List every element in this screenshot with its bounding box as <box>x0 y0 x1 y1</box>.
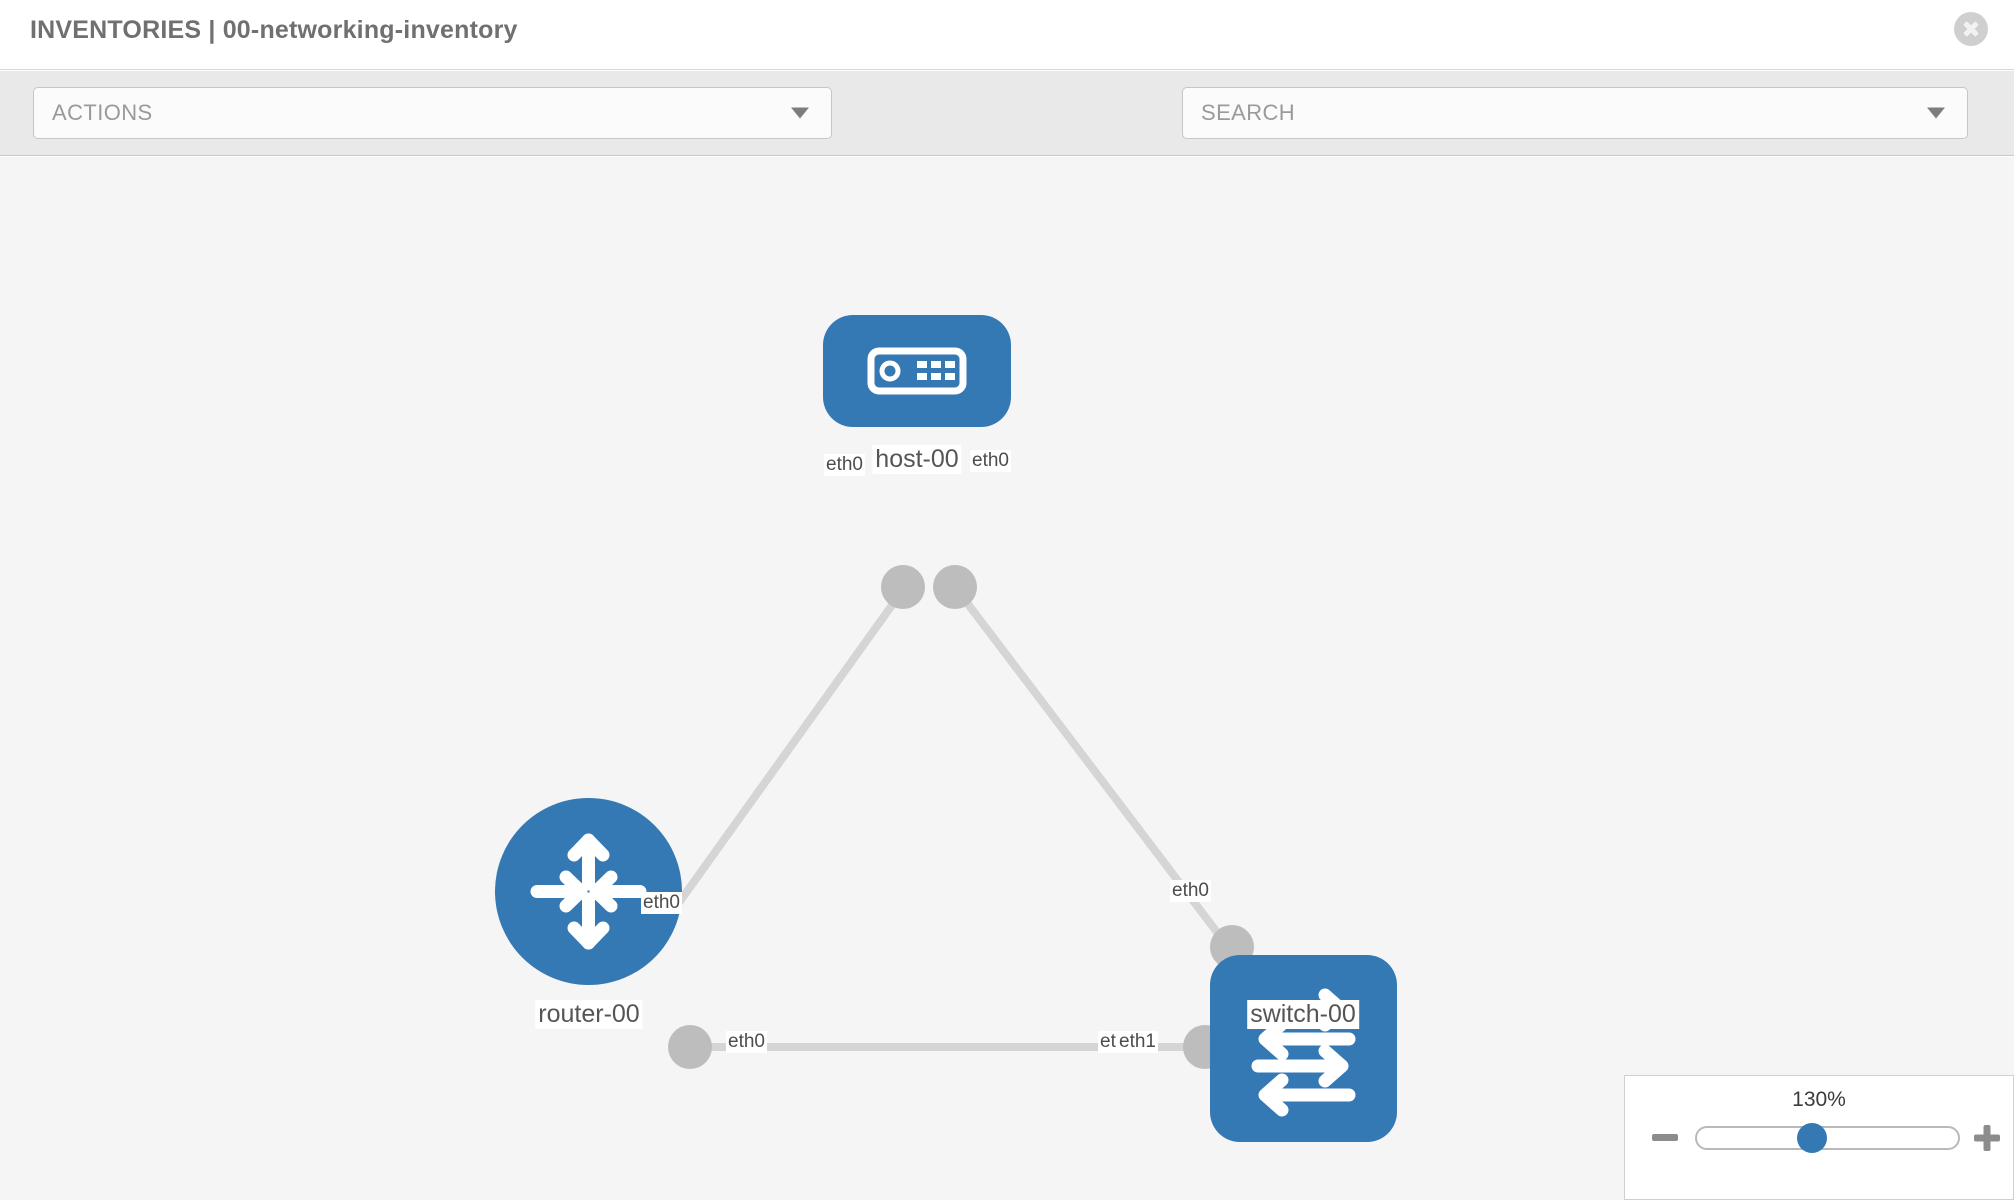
chevron-down-icon <box>1927 107 1945 119</box>
toolbar: ACTIONS SEARCH <box>0 71 2014 206</box>
actions-dropdown-label: ACTIONS <box>52 100 153 125</box>
search-placeholder: SEARCH <box>1201 100 1296 125</box>
iface-label-host00-eth0-left: eth0 <box>824 454 865 476</box>
router-icon <box>530 833 647 950</box>
iface-label-router00-eth0: eth0 <box>726 1031 767 1053</box>
chevron-down-icon <box>791 107 809 119</box>
search-input[interactable]: SEARCH <box>1182 87 1968 139</box>
node-label-host-00: host-00 <box>872 445 962 474</box>
page-header: INVENTORIES | 00-networking-inventory <box>0 0 2014 70</box>
iface-label-switch00-eth1: eth1 <box>1117 1031 1158 1053</box>
node-label-router-00: router-00 <box>535 1000 643 1029</box>
connector-router00-eth0 <box>668 1025 712 1069</box>
zoom-control: 130% <box>1624 1075 2014 1200</box>
actions-dropdown[interactable]: ACTIONS <box>33 87 832 139</box>
zoom-slider-thumb[interactable] <box>1797 1123 1827 1153</box>
node-host-00[interactable] <box>823 315 1011 427</box>
page-title: INVENTORIES | 00-networking-inventory <box>30 16 518 44</box>
plus-icon[interactable] <box>1974 1125 2000 1151</box>
topology-canvas[interactable]: host-00 eth0 eth0 router-00 eth0 eth0 <box>0 157 2014 1200</box>
node-router-00[interactable] <box>495 798 682 985</box>
node-label-switch-00: switch-00 <box>1247 1000 1359 1029</box>
close-icon[interactable] <box>1954 12 1988 46</box>
switch-icon <box>1251 988 1356 1117</box>
link-host00-router00 <box>636 584 909 960</box>
node-switch-00[interactable] <box>1210 955 1397 1142</box>
iface-label-host00-switch00-eth0: eth0 <box>1170 880 1211 902</box>
iface-label-host00-eth0-right: eth0 <box>970 450 1011 472</box>
topology-links <box>636 584 1236 1051</box>
topology-connectors <box>668 565 1254 1069</box>
server-icon <box>867 347 967 395</box>
zoom-slider-track[interactable] <box>1695 1126 1960 1150</box>
connector-host00-eth0-right <box>933 565 977 609</box>
iface-label-host00-router00-eth0: eth0 <box>641 892 682 914</box>
minus-icon[interactable] <box>1652 1134 1678 1141</box>
zoom-level-label: 130% <box>1792 1088 1846 1111</box>
connector-host00-eth0-left <box>881 565 925 609</box>
topology-graph <box>636 565 1254 1069</box>
